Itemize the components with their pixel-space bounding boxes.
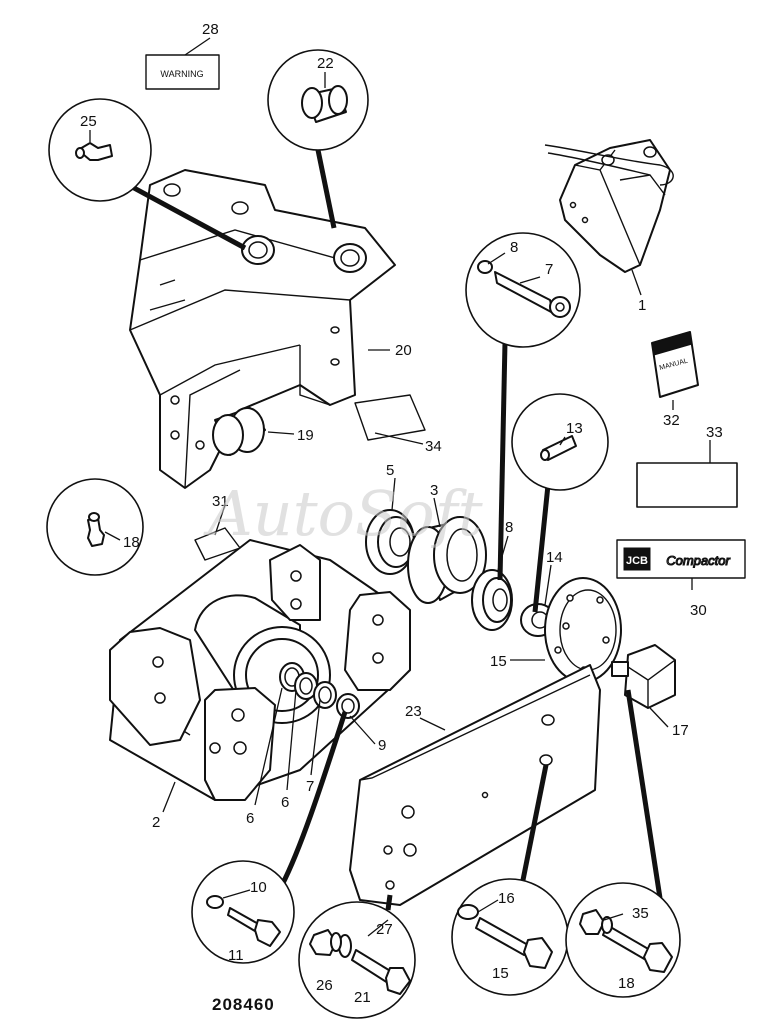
callout-15: 15 [490,653,507,670]
callout-27: 26 [316,977,333,994]
jcb-compactor-decal: JCB Compactor [616,539,746,579]
callout-7: 8 [505,519,513,536]
detail-circle-bolt-8 [465,232,581,348]
decal-33 [636,462,738,508]
callout-26: 25 [80,113,97,130]
jcb-text: JCB [626,555,648,567]
compactor-frame [109,539,411,801]
decal-34 [354,394,426,441]
detail-circle-bolt-23 [298,901,416,1019]
decal-31 [194,527,241,561]
drawing-number: 208460 [212,995,275,1014]
switch-unit [611,644,676,709]
side-plate [349,664,601,906]
callout-35: 35 [632,905,649,922]
callout-24: 22 [317,55,334,72]
callout-31: 31 [212,493,229,510]
warning-decal: WARNING [145,54,220,90]
callout-4: 5 [386,462,394,479]
callout-33: 33 [706,424,723,441]
callout-12: 11 [228,947,244,964]
warning-text: WARNING [160,69,203,79]
callout-2: 2 [152,814,160,831]
roller-unit [544,139,674,273]
callout-16: 15 [492,965,509,982]
detail-circle-bolt-19 [565,882,681,998]
callout-6a: 6 [246,810,254,827]
bearing-assembly [365,509,556,637]
detail-circle-bush-24 [267,49,369,151]
compactor-text: Compactor [666,553,730,568]
callout-21: 19 [297,427,314,444]
callout-14: 14 [546,549,563,566]
manual-book: MANUAL [651,331,699,398]
callout-20: 18 [123,534,140,551]
callout-19: 18 [618,975,635,992]
callout-3: 3 [430,482,438,499]
watermark: AutoSoft [203,477,483,550]
callout-22: 20 [395,342,412,359]
detail-circle-pin-13 [511,393,609,491]
callout-28: 27 [376,921,393,938]
callout-30: 30 [690,602,707,619]
detail-circle-grease-nipple-26 [48,98,152,202]
callout-1: 1 [638,297,646,314]
callout-29: 28 [202,21,219,38]
callout-13: 13 [566,420,583,437]
callout-32: 32 [663,412,680,429]
detail-circle-grease-nipple-20 [46,478,144,576]
callout-numbers: 28 22 25 8 7 1 20 32 19 34 33 13 5 3 31 … [80,21,723,1006]
callout-9: 8 [510,239,518,256]
callout-18: 17 [672,722,689,739]
callout-5: 6 [281,794,289,811]
detail-circle-bolt-16 [451,878,569,996]
detail-circle-bolt-12 [191,860,295,964]
callout-34: 34 [425,438,442,455]
callout-23: 21 [354,989,371,1006]
callout-6b: 7 [306,778,314,795]
flange-plate [544,577,622,683]
callout-8: 7 [545,261,553,278]
mounting-bracket [129,169,396,489]
callout-11: 10 [250,879,267,896]
callout-10: 9 [378,737,386,754]
callout-17: 16 [498,890,515,907]
leader-lines [89,37,711,937]
callout-25: 23 [405,703,422,720]
